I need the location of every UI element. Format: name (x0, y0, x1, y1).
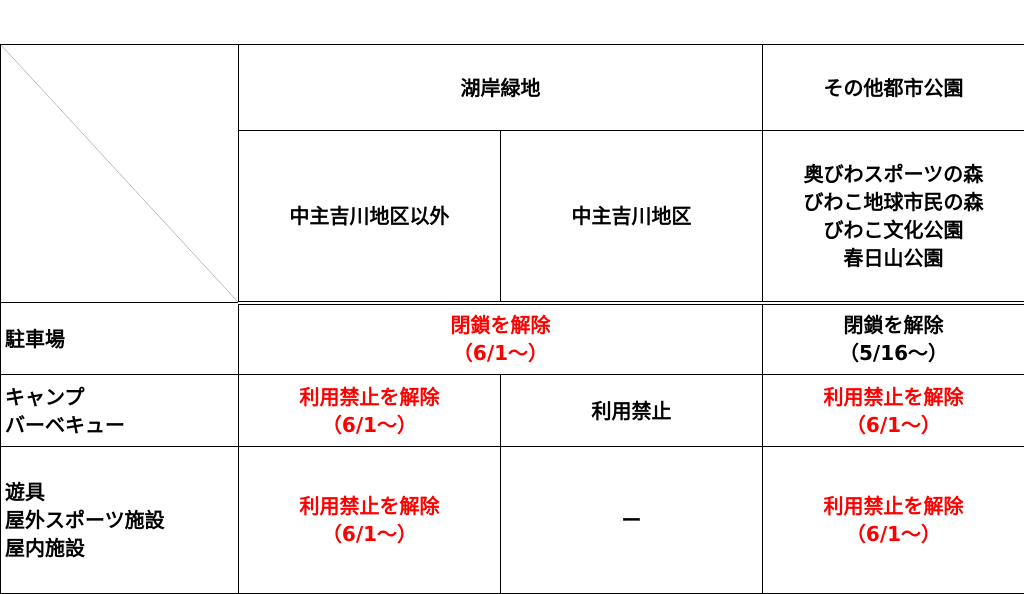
label-line: 遊具 (5, 478, 238, 506)
park-name: 奥びわスポーツの森 (763, 160, 1024, 188)
header-lakeside: 湖岸緑地 (239, 45, 763, 131)
parking-other-status: 閉鎖を解除 （5/16～） (763, 303, 1024, 375)
row-play: 遊具 屋外スポーツ施設 屋内施設 利用禁止を解除 （6/1～） ー 利用禁止を解… (1, 447, 1024, 594)
park-name: びわこ文化公園 (763, 216, 1024, 244)
status-text: 利用禁止を解除 (239, 383, 500, 411)
header-row-1: 湖岸緑地 その他都市公園 (1, 45, 1024, 131)
label-line: キャンプ (5, 383, 238, 411)
play-chushu-status: ー (501, 447, 763, 594)
status-text: 利用禁止を解除 (239, 492, 500, 520)
status-text: 閉鎖を解除 (239, 311, 762, 339)
play-except-chushu-status: 利用禁止を解除 （6/1～） (239, 447, 501, 594)
row-camp: キャンプ バーベキュー 利用禁止を解除 （6/1～） 利用禁止 利用禁止を解除 … (1, 375, 1024, 447)
header-other-park-list: 奥びわスポーツの森 びわこ地球市民の森 びわこ文化公園 春日山公園 (763, 131, 1024, 303)
status-date: （6/1～） (239, 520, 500, 548)
park-status-table: 湖岸緑地 その他都市公園 中主吉川地区以外 中主吉川地区 奥びわスポーツの森 び… (0, 44, 1024, 594)
status-date: （6/1～） (763, 411, 1024, 439)
corner-cell (1, 45, 239, 303)
camp-other-status: 利用禁止を解除 （6/1～） (763, 375, 1024, 447)
status-date: （6/1～） (763, 520, 1024, 548)
label-line: 屋外スポーツ施設 (5, 506, 238, 534)
header-except-chushu: 中主吉川地区以外 (239, 131, 501, 303)
park-name: びわこ地球市民の森 (763, 188, 1024, 216)
row-label-play: 遊具 屋外スポーツ施設 屋内施設 (1, 447, 239, 594)
label-line: 屋内施設 (5, 534, 238, 562)
status-date: （5/16～） (763, 339, 1024, 367)
status-date: （6/1～） (239, 411, 500, 439)
status-text: 利用禁止を解除 (763, 492, 1024, 520)
row-parking: 駐車場 閉鎖を解除 （6/1～） 閉鎖を解除 （5/16～） (1, 303, 1024, 375)
row-label-camp: キャンプ バーベキュー (1, 375, 239, 447)
camp-chushu-status: 利用禁止 (501, 375, 763, 447)
park-name: 春日山公園 (763, 244, 1024, 272)
header-other-parks: その他都市公園 (763, 45, 1024, 131)
status-text: 閉鎖を解除 (763, 311, 1024, 339)
header-chushu: 中主吉川地区 (501, 131, 763, 303)
camp-except-chushu-status: 利用禁止を解除 （6/1～） (239, 375, 501, 447)
play-other-status: 利用禁止を解除 （6/1～） (763, 447, 1024, 594)
diagonal-line (1, 45, 238, 302)
row-label-parking: 駐車場 (1, 303, 239, 375)
status-date: （6/1～） (239, 339, 762, 367)
status-text: 利用禁止を解除 (763, 383, 1024, 411)
label-line: バーベキュー (5, 411, 238, 439)
parking-lakeside-status: 閉鎖を解除 （6/1～） (239, 303, 763, 375)
